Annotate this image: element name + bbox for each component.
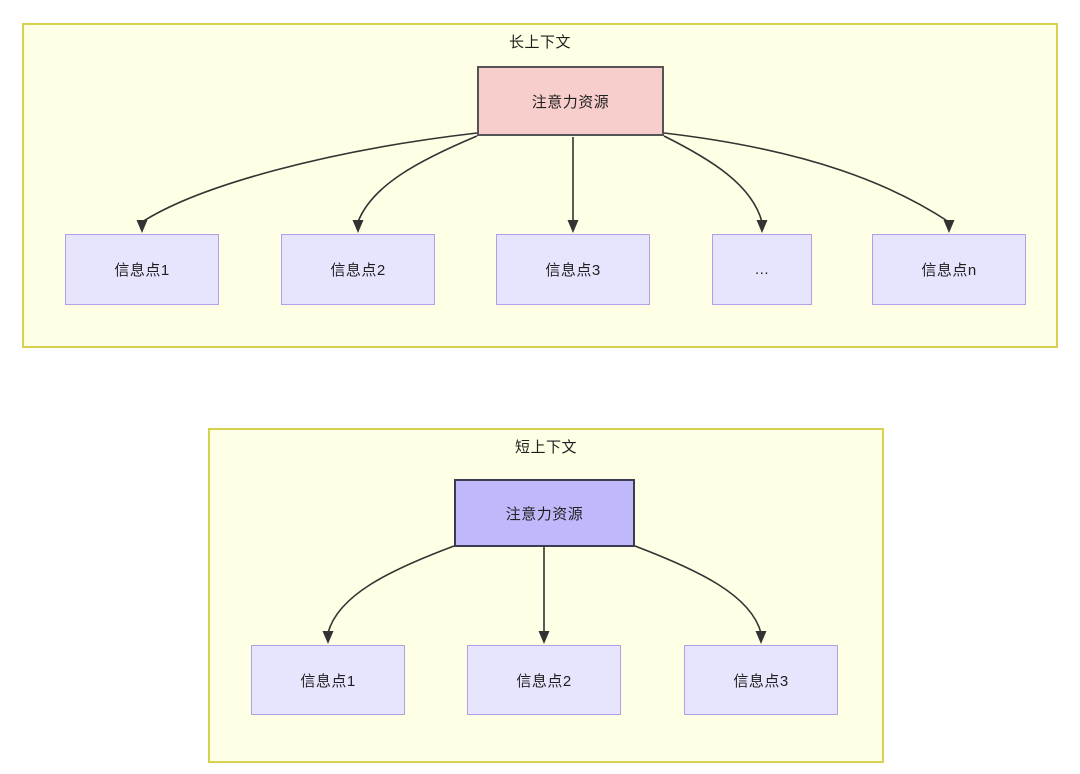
node-label: 信息点2 — [330, 262, 386, 279]
node-info-point-n-long[interactable]: 信息点n — [872, 234, 1026, 305]
node-info-point-ellipsis-long[interactable]: ... — [712, 234, 812, 305]
node-label: 信息点3 — [545, 262, 601, 279]
node-label: 信息点n — [921, 262, 977, 279]
node-label: 信息点3 — [733, 672, 789, 690]
node-attention-resource-short[interactable]: 注意力资源 — [454, 479, 635, 547]
node-info-point-1-short[interactable]: 信息点1 — [251, 645, 405, 715]
node-label: ... — [754, 261, 769, 278]
node-info-point-1-long[interactable]: 信息点1 — [65, 234, 219, 305]
node-attention-resource-long[interactable]: 注意力资源 — [477, 66, 664, 136]
node-label: 信息点1 — [114, 262, 170, 279]
node-label: 注意力资源 — [531, 93, 610, 111]
node-info-point-3-long[interactable]: 信息点3 — [496, 234, 650, 305]
node-info-point-2-long[interactable]: 信息点2 — [281, 234, 435, 305]
group-long-context-title: 长上下文 — [508, 34, 571, 51]
node-info-point-2-short[interactable]: 信息点2 — [467, 645, 621, 715]
group-short-context-title: 短上下文 — [514, 439, 577, 456]
node-label: 信息点1 — [300, 672, 356, 690]
node-info-point-3-short[interactable]: 信息点3 — [684, 645, 838, 715]
node-label: 注意力资源 — [505, 505, 584, 523]
node-label: 信息点2 — [516, 672, 572, 690]
